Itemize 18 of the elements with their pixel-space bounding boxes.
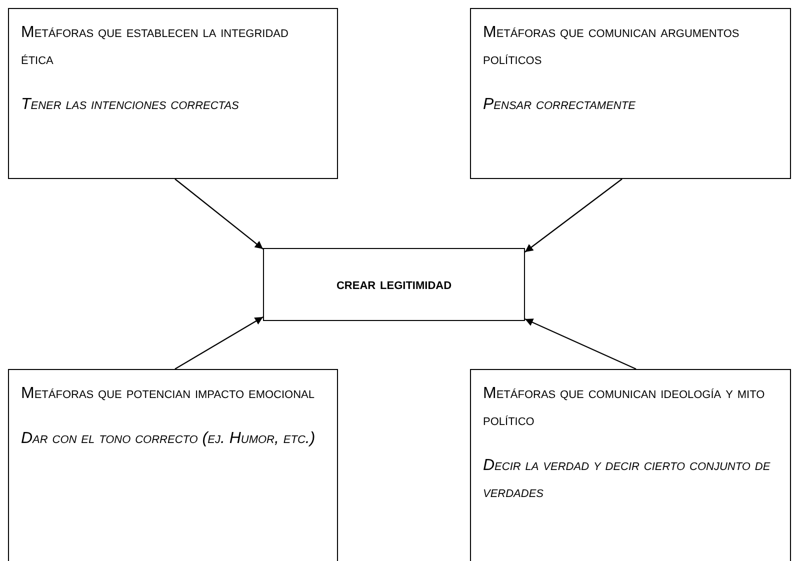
example-text: Dar con el tono correcto (ej. Humor, etc.)	[21, 429, 316, 449]
arrow	[174, 178, 264, 250]
heading-text: Metáforas que comunican argumentos políticos	[483, 23, 740, 70]
example-text: Pensar correctamente	[483, 95, 636, 115]
arrow	[174, 316, 264, 370]
heading-text: Metáforas que establecen la integridad ética	[21, 23, 290, 70]
text-box	[470, 8, 791, 179]
text-box	[8, 8, 338, 179]
text-box	[8, 369, 338, 561]
example-text: Tener las intenciones correctas	[21, 95, 240, 115]
heading-text: Metáforas que potencian impacto emocional	[21, 384, 316, 404]
text-box	[263, 248, 525, 321]
heading-text: Metáforas que comunican ideología y mito político	[483, 384, 766, 431]
central-label: crear legitimidad	[336, 275, 452, 295]
example-text: Decir la verdad y decir cierto conjunto de verdades	[483, 456, 772, 503]
arrow	[524, 178, 622, 252]
text-box	[470, 369, 791, 561]
arrow	[524, 318, 636, 370]
